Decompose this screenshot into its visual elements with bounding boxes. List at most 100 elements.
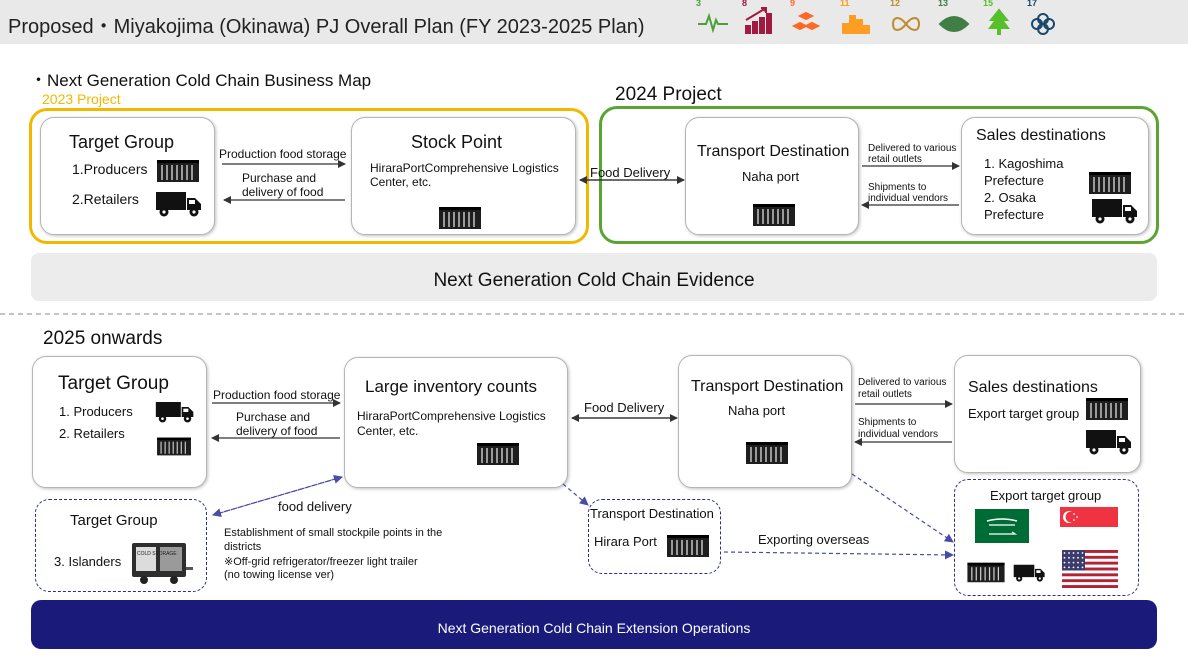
delivered-label-line1: Delivered to various (868, 143, 957, 154)
sdg-number: 8 (742, 0, 748, 8)
stock-point-desc-line2: Center, etc. (370, 175, 432, 189)
production-storage-label: Production food storage (219, 147, 347, 161)
container-icon (156, 158, 200, 189)
hirara-port-label: Hirara Port (594, 534, 657, 549)
large-inventory-title: Large inventory counts (365, 377, 537, 396)
sdg-number: 12 (890, 0, 901, 8)
purchase-label-2025-line2: delivery of food (236, 424, 318, 438)
export-target-group-title: Export target group (990, 488, 1102, 503)
delivered-label-2025-line2: retail outlets (858, 389, 912, 400)
sales-osaka-pref: Prefecture (984, 207, 1044, 222)
project-2023-frame (29, 108, 589, 244)
purchase-label-line1: Purchase and (242, 171, 317, 185)
naha-port-label-2025: Naha port (728, 403, 786, 418)
sales-export-target: Export target group (968, 406, 1080, 421)
usa-flag-icon (1062, 550, 1118, 593)
container-icon (1085, 396, 1129, 427)
eye-icon: 13 (938, 0, 972, 40)
truck-icon (155, 400, 195, 429)
sales-osaka: 2. Osaka (984, 190, 1037, 205)
label-2023-project: 2023 Project (42, 91, 121, 107)
page-title: Proposed・Miyakojima (Okinawa) PJ Overall… (8, 16, 645, 38)
hirara-transport-title: Transport Destination (590, 506, 714, 521)
container-icon (156, 436, 192, 462)
sales-kagoshima-pref: Prefecture (984, 173, 1044, 188)
stock-point-title: Stock Point (411, 132, 503, 152)
stockpile-text-line1: Establishment of small stockpile points … (224, 527, 443, 539)
exporting-overseas-label: Exporting overseas (758, 532, 870, 547)
target-retailers-2025: 2. Retailers (59, 426, 125, 441)
singapore-flag-icon (1060, 507, 1118, 532)
evidence-band (31, 253, 1157, 301)
container-icon (476, 441, 520, 472)
truck-icon (1091, 197, 1139, 230)
evidence-title: Next Generation Cold Chain Evidence (433, 270, 755, 291)
container-icon (752, 202, 796, 233)
label-2025-onwards: 2025 onwards (43, 328, 163, 349)
sdg-number: 15 (983, 0, 994, 8)
label-2024-project: 2024 Project (615, 84, 722, 105)
stockpile-text-line3: ※Off-grid refrigerator/freezer light tra… (224, 556, 418, 568)
large-inventory-desc-line1: HiraraPortComprehensive Logistics (357, 409, 546, 423)
sdg-number: 11 (840, 0, 850, 8)
delivered-label-line2: retail outlets (868, 154, 922, 165)
stock-point-desc-line1: HiraraPortComprehensive Logistics (370, 161, 559, 175)
truck-icon (155, 190, 203, 223)
container-icon (666, 533, 710, 564)
section-title: ・Next Generation Cold Chain Business Map (30, 71, 372, 90)
large-inventory-desc-line2: Center, etc. (357, 424, 419, 438)
purchase-label-2025-line1: Purchase and (236, 410, 311, 424)
flower-icon: 17 (1027, 0, 1061, 40)
heartbeat-icon: 3 (696, 0, 730, 40)
truck-icon (1013, 563, 1046, 588)
shipments-label-2025-line1: Shipments to (858, 417, 917, 428)
transport-destination-title-2025: Transport Destination (691, 378, 844, 395)
target-group-title: Target Group (69, 132, 175, 152)
shipments-label-line1: Shipments to (868, 182, 927, 193)
islanders-label: 3. Islanders (54, 554, 122, 569)
sdg-number: 17 (1027, 0, 1038, 8)
project-2024-frame (599, 106, 1159, 244)
shipments-label-line2: individual vendors (868, 193, 949, 204)
growth-chart-icon: 8 (742, 0, 776, 40)
food-delivery-lower-label: food delivery (278, 499, 352, 514)
target-producers-2025: 1. Producers (59, 404, 133, 419)
container-icon (745, 440, 789, 471)
target-retailers: 2.Retailers (72, 191, 139, 207)
container-icon (966, 561, 1006, 589)
transport-destination-box-2025 (678, 355, 852, 488)
purchase-label-line2: delivery of food (242, 185, 324, 199)
target-group-box-2025 (32, 356, 207, 488)
infinity-icon: 12 (890, 0, 924, 40)
city-icon: 11 (840, 0, 874, 40)
sdg-number: 13 (938, 0, 949, 8)
sales-destinations-title: Sales destinations (976, 127, 1106, 144)
header-bar (0, 0, 1188, 44)
sales-destinations-title-2025: Sales destinations (968, 379, 1098, 396)
islanders-title: Target Group (70, 512, 158, 529)
cubes-icon: 9 (790, 0, 824, 40)
large-inventory-box (344, 357, 568, 488)
extension-operations-band (31, 600, 1157, 649)
target-producers: 1.Producers (72, 161, 148, 177)
trailer-lettering: COLD STORAGE (137, 551, 177, 557)
delivered-label-2025-line1: Delivered to various (858, 377, 947, 388)
sdg-number: 9 (790, 0, 796, 8)
container-icon (438, 205, 482, 236)
stockpile-text-line2: districts (224, 541, 262, 553)
target-group-title-2025: Target Group (58, 373, 169, 394)
production-storage-label-2025: Production food storage (213, 388, 341, 402)
saudi-arabia-flag-icon (975, 509, 1029, 548)
transport-destination-title: Transport Destination (697, 143, 850, 160)
food-delivery-label-2025: Food Delivery (584, 400, 665, 415)
truck-icon (1085, 428, 1133, 461)
extension-operations-title: Next Generation Cold Chain Extension Ope… (437, 620, 751, 636)
tree-icon: 15 (983, 0, 1017, 40)
food-delivery-label: Food Delivery (590, 165, 671, 180)
cold-storage-trailer-icon: COLD STORAGE (130, 541, 194, 585)
shipments-label-2025-line2: individual vendors (858, 429, 939, 440)
naha-port-label: Naha port (742, 169, 800, 184)
sales-kagoshima: 1. Kagoshima (984, 156, 1064, 171)
stockpile-text-line4: (no towing license ver) (224, 569, 335, 581)
sdg-number: 3 (696, 0, 702, 8)
